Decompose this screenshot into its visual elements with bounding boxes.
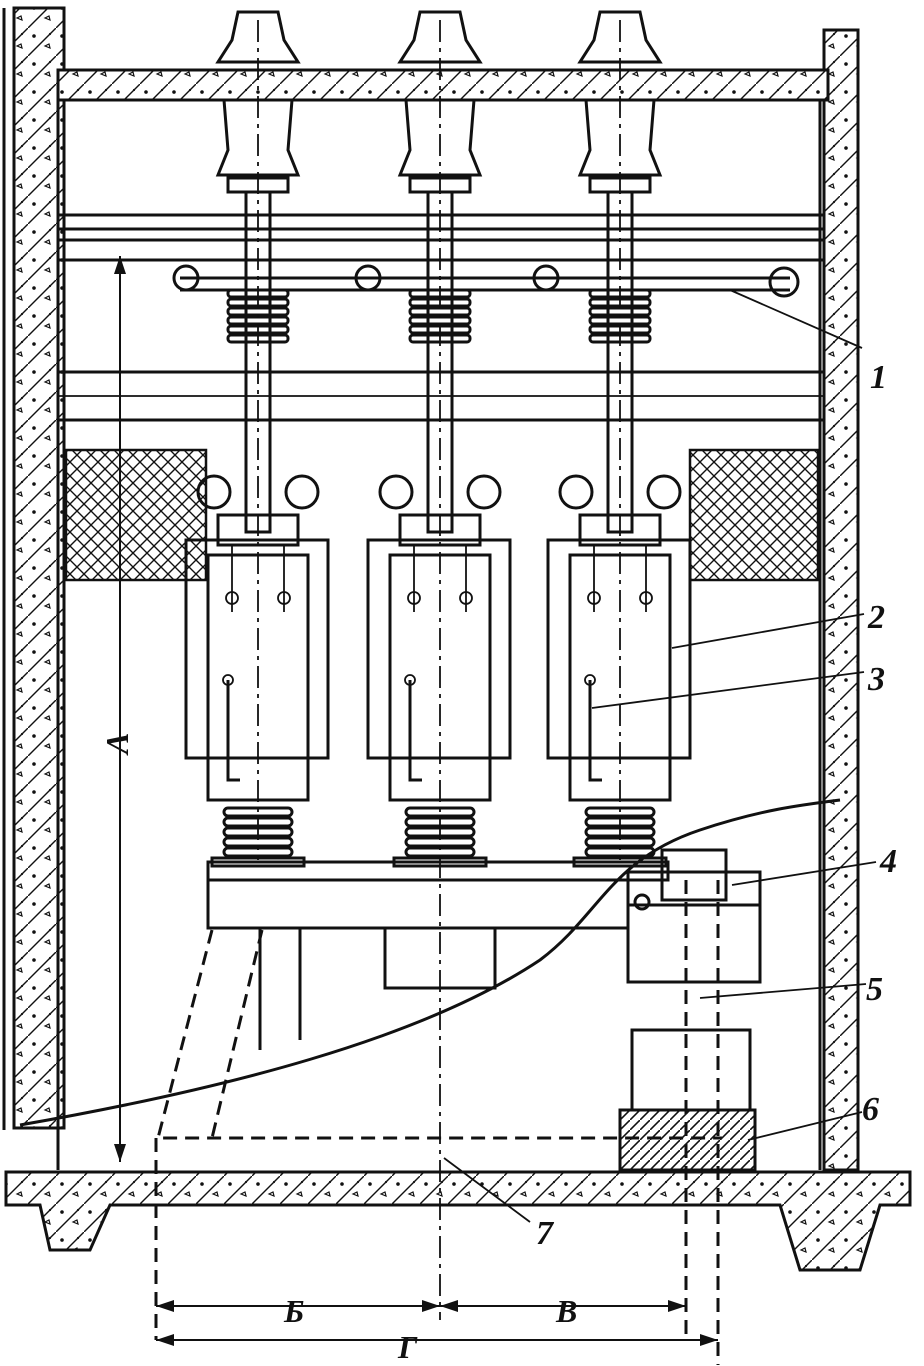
contact-roller — [646, 474, 682, 510]
bolt-nut — [407, 591, 421, 605]
dimension-label-g: Г — [397, 1329, 418, 1365]
upper-insulator — [215, 98, 301, 177]
left-wall — [2, 6, 66, 1130]
callout-number-1: 1 — [870, 359, 887, 396]
bolt-nut — [459, 591, 473, 605]
bolt-nut — [639, 591, 653, 605]
callout-6: 6 — [747, 1091, 879, 1141]
bolt-nut — [225, 591, 239, 605]
contact-roller — [196, 474, 232, 510]
dimension-label-b: Б — [283, 1293, 304, 1329]
bolt-nut — [277, 591, 291, 605]
callout-4: 4 — [731, 843, 897, 886]
right-mesh-guard — [688, 448, 820, 582]
callout-2: 2 — [671, 599, 885, 649]
top-bushing — [215, 10, 301, 64]
foundation-block — [618, 1108, 757, 1172]
contact-roller — [378, 474, 414, 510]
insulator-rib — [226, 315, 290, 326]
drive-mechanism — [618, 848, 762, 1172]
dimension-a: A — [99, 256, 135, 1162]
upper-insulator — [397, 98, 483, 177]
breaker-pole-2 — [366, 10, 512, 868]
dimension-label-a: A — [99, 733, 135, 756]
left-mesh-guard — [64, 448, 208, 582]
gauge-top — [404, 674, 416, 686]
back-plate — [366, 538, 512, 760]
dimension-g: Г — [156, 1329, 718, 1365]
oil-gauge — [226, 680, 240, 782]
contact-roller — [466, 474, 502, 510]
insulator-rib — [588, 306, 652, 317]
ceiling-slab — [56, 68, 830, 102]
bolt-nut — [587, 591, 601, 605]
oil-gauge — [408, 680, 422, 782]
insulator-rib — [408, 306, 472, 317]
top-bushing — [397, 10, 483, 64]
callout-1: 1 — [729, 289, 887, 396]
dimension-label-v: В — [555, 1293, 577, 1329]
callout-number-6: 6 — [862, 1091, 879, 1128]
callout-number-3: 3 — [867, 661, 885, 698]
contact-roller — [558, 474, 594, 510]
upper-beams — [56, 213, 826, 422]
dimension-v: В — [440, 1293, 686, 1329]
dimension-b: Б — [156, 1293, 440, 1329]
callout-3: 3 — [591, 661, 885, 709]
back-plate — [184, 538, 330, 760]
callout-5: 5 — [699, 971, 883, 1008]
breakaway-line — [19, 798, 841, 1127]
oil-gauge — [588, 680, 602, 782]
insulator-rib — [588, 315, 652, 326]
callout-number-4: 4 — [879, 843, 897, 880]
breaker-pole-3 — [546, 10, 692, 868]
carriage-outline — [154, 830, 826, 1365]
insulator-rib — [408, 315, 472, 326]
top-bushing — [577, 10, 663, 64]
right-wall — [822, 28, 860, 1172]
callout-number-7: 7 — [536, 1215, 555, 1252]
back-plate — [546, 538, 692, 760]
insulator-rib — [226, 306, 290, 317]
base-frame — [206, 860, 670, 1050]
breaker-pole-1 — [184, 10, 330, 868]
callout-7: 7 — [443, 1157, 555, 1252]
callout-number-2: 2 — [867, 599, 885, 636]
gauge-top — [584, 674, 596, 686]
upper-insulator — [577, 98, 663, 177]
callout-number-5: 5 — [866, 971, 883, 1008]
gauge-top — [222, 674, 234, 686]
contact-roller — [284, 474, 320, 510]
floor-slab — [4, 1170, 912, 1272]
center-lines — [257, 20, 621, 1320]
